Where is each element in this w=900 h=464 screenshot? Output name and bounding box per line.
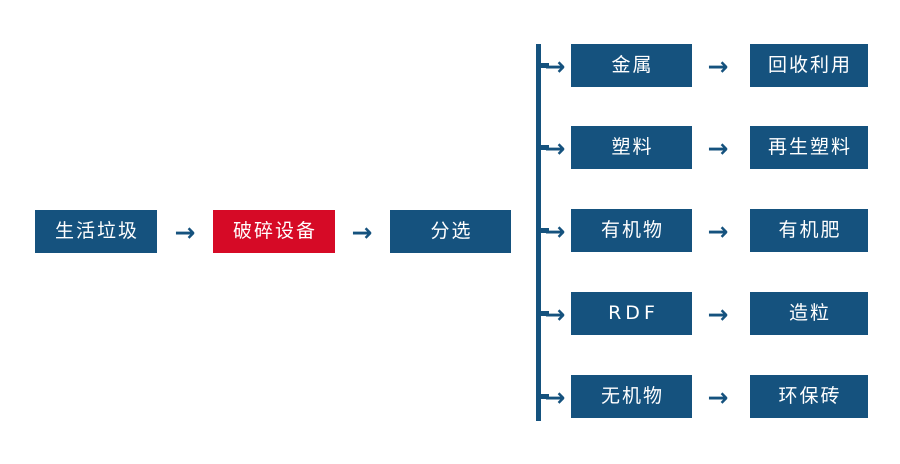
arrow-icon-branch-5: → xyxy=(544,382,566,412)
node-fraction-plastic[interactable]: 塑料 xyxy=(571,126,692,169)
arrow-icon-product-4: → xyxy=(707,299,729,329)
distribution-bus-line xyxy=(536,44,541,421)
node-sorting[interactable]: 分选 xyxy=(390,210,511,253)
node-product-eco-brick[interactable]: 环保砖 xyxy=(750,375,868,418)
node-fraction-metal[interactable]: 金属 xyxy=(571,44,692,87)
arrow-icon-product-5: → xyxy=(707,382,729,412)
node-fraction-rdf[interactable]: RDF xyxy=(571,292,692,335)
arrow-icon-branch-2: → xyxy=(544,133,566,163)
node-input-household-waste[interactable]: 生活垃圾 xyxy=(35,210,157,253)
branch-stub-3 xyxy=(540,228,549,233)
node-product-recycled-plastic[interactable]: 再生塑料 xyxy=(750,126,868,169)
node-fraction-inorganic[interactable]: 无机物 xyxy=(571,375,692,418)
arrow-icon-branch-1: → xyxy=(544,51,566,81)
arrow-icon-product-2: → xyxy=(707,133,729,163)
branch-stub-2 xyxy=(540,145,549,150)
branch-stub-5 xyxy=(540,394,549,399)
branch-stub-1 xyxy=(540,63,549,68)
arrow-icon-product-1: → xyxy=(707,51,729,81)
arrow-icon-product-3: → xyxy=(707,216,729,246)
arrow-icon-input-to-crusher: → xyxy=(174,217,196,247)
arrow-icon-crusher-to-sorting: → xyxy=(351,217,373,247)
node-crusher-equipment[interactable]: 破碎设备 xyxy=(213,210,335,253)
node-product-pelletizing[interactable]: 造粒 xyxy=(750,292,868,335)
node-fraction-organic[interactable]: 有机物 xyxy=(571,209,692,252)
branch-stub-4 xyxy=(540,311,549,316)
node-product-organic-fertilizer[interactable]: 有机肥 xyxy=(750,209,868,252)
arrow-icon-branch-3: → xyxy=(544,216,566,246)
node-product-recycling[interactable]: 回收利用 xyxy=(750,44,868,87)
arrow-icon-branch-4: → xyxy=(544,299,566,329)
